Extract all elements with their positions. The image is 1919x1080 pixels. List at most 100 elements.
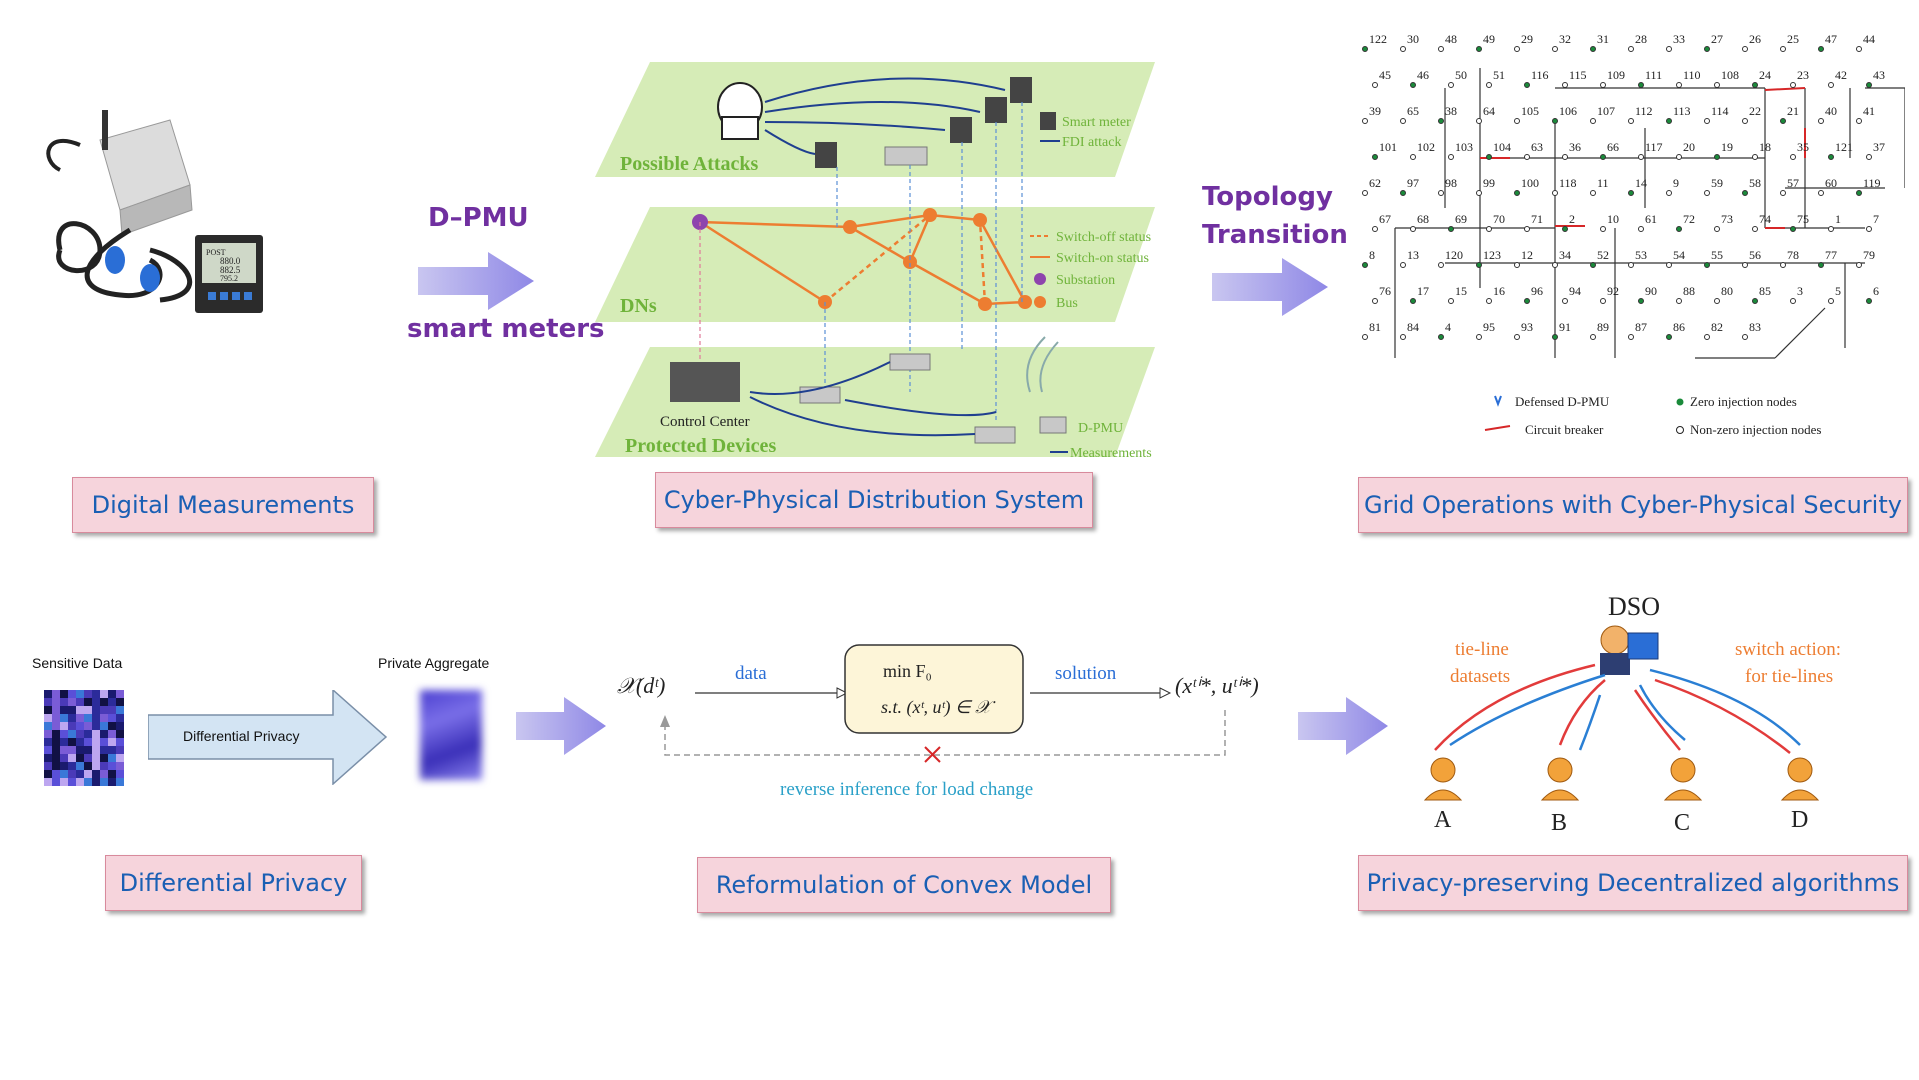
right-arrow-2	[1212, 258, 1328, 321]
grid-node	[1676, 298, 1682, 304]
agent-d-label: D	[1791, 807, 1808, 833]
grid-node	[1818, 118, 1824, 124]
sensitive-data-cell	[76, 746, 84, 754]
sensitive-data-cell	[52, 762, 60, 770]
sensitive-data-cell	[60, 746, 68, 754]
grid-node-label: 107	[1597, 104, 1615, 118]
grid-node-label: 21	[1787, 104, 1799, 118]
sensitive-data-cell	[116, 722, 124, 730]
private-aggregate-title: Private Aggregate	[378, 655, 490, 671]
grid-node-label: 33	[1673, 32, 1685, 46]
grid-node	[1638, 82, 1644, 88]
convex-optimization-box	[844, 644, 1024, 734]
grid-node	[1714, 154, 1720, 160]
sensitive-data-cell	[100, 722, 108, 730]
sensitive-data-cell	[76, 778, 84, 786]
sensitive-data-cell	[44, 738, 52, 746]
sensitive-data-cell	[68, 770, 76, 778]
agent-a-label: A	[1434, 807, 1452, 833]
grid-node-label: 49	[1483, 32, 1495, 46]
grid-node-label: 79	[1863, 248, 1875, 262]
grid-node	[1856, 118, 1862, 124]
grid-node-label: 115	[1569, 68, 1587, 82]
sensitive-data-grid	[44, 690, 124, 791]
grid-node	[1410, 154, 1416, 160]
grid-node	[1666, 118, 1672, 124]
sensitive-data-cell	[84, 754, 92, 762]
grid-node-label: 118	[1559, 176, 1577, 190]
sensitive-data-cell	[44, 698, 52, 706]
grid-node-label: 78	[1787, 248, 1799, 262]
sensitive-data-cell	[68, 778, 76, 786]
grid-node	[1628, 118, 1634, 124]
grid-node-label: 81	[1369, 320, 1381, 334]
sensitive-data-cell	[52, 706, 60, 714]
topology-label-line2: Transition	[1202, 220, 1348, 250]
sensitive-data-cell	[68, 706, 76, 714]
grid-node	[1514, 46, 1520, 52]
right-arrow-1	[418, 252, 534, 315]
sensitive-data-cell	[84, 690, 92, 698]
sensitive-data-cell	[84, 698, 92, 706]
grid-node	[1524, 298, 1530, 304]
grid-node	[1628, 46, 1634, 52]
sensitive-data-cell	[44, 754, 52, 762]
grid-node	[1666, 262, 1672, 268]
sensitive-data-cell	[108, 738, 116, 746]
sensitive-data-cell	[92, 762, 100, 770]
convex-st-line: s.t. (xᵗ, uᵗ) ∈ 𝒳	[881, 697, 996, 718]
grid-node-label: 24	[1759, 68, 1771, 82]
grid-node-label: 51	[1493, 68, 1505, 82]
convex-model-diagram: 𝒳(dᵗ) data min F₀ s.t. (xᵗ, uᵗ) ∈ 𝒳 solu…	[615, 635, 1280, 815]
grid-legend-zero-injection: Zero injection nodes	[1690, 394, 1797, 409]
grid-node	[1410, 298, 1416, 304]
sensitive-data-cell	[68, 738, 76, 746]
grid-node-label: 59	[1711, 176, 1723, 190]
grid-node-label: 17	[1417, 284, 1429, 298]
sensitive-data-cell	[84, 746, 92, 754]
sensitive-data-cell	[68, 746, 76, 754]
grid-node	[1372, 154, 1378, 160]
grid-node	[1780, 46, 1786, 52]
grid-node	[1438, 262, 1444, 268]
grid-node	[1714, 82, 1720, 88]
sensitive-data-cell	[60, 698, 68, 706]
grid-node	[1790, 298, 1796, 304]
grid-node	[1752, 226, 1758, 232]
grid-node	[1362, 46, 1368, 52]
convex-data-label: data	[735, 663, 767, 684]
grid-node-label: 99	[1483, 176, 1495, 190]
sensitive-data-cell	[44, 690, 52, 698]
convex-min-line: min F₀	[883, 661, 932, 681]
grid-node-label: 121	[1835, 140, 1853, 154]
grid-node	[1714, 226, 1720, 232]
sensitive-data-cell	[116, 730, 124, 738]
sensitive-data-cell	[68, 762, 76, 770]
grid-node-label: 77	[1825, 248, 1837, 262]
grid-node	[1742, 262, 1748, 268]
sensitive-data-cell	[60, 690, 68, 698]
grid-node	[1638, 226, 1644, 232]
sensitive-data-cell	[108, 714, 116, 722]
grid-node-label: 46	[1417, 68, 1429, 82]
sensitive-data-cell	[116, 762, 124, 770]
control-center-icon	[670, 362, 740, 402]
sensitive-data-cell	[108, 778, 116, 786]
sensitive-data-cell	[44, 746, 52, 754]
grid-node	[1638, 298, 1644, 304]
sensitive-data-cell	[44, 714, 52, 722]
grid-node-label: 72	[1683, 212, 1695, 226]
grid-node-label: 97	[1407, 176, 1419, 190]
grid-node	[1448, 298, 1454, 304]
sensitive-data-cell	[60, 762, 68, 770]
grid-node-label: 43	[1873, 68, 1885, 82]
grid-node	[1438, 46, 1444, 52]
grid-legend-dpmu: Defensed D-PMU	[1515, 394, 1610, 409]
grid-node-label: 13	[1407, 248, 1419, 262]
grid-node	[1704, 190, 1710, 196]
grid-node	[1514, 262, 1520, 268]
grid-node-label: 62	[1369, 176, 1381, 190]
sensitive-data-cell	[60, 738, 68, 746]
sensitive-data-cell	[92, 698, 100, 706]
